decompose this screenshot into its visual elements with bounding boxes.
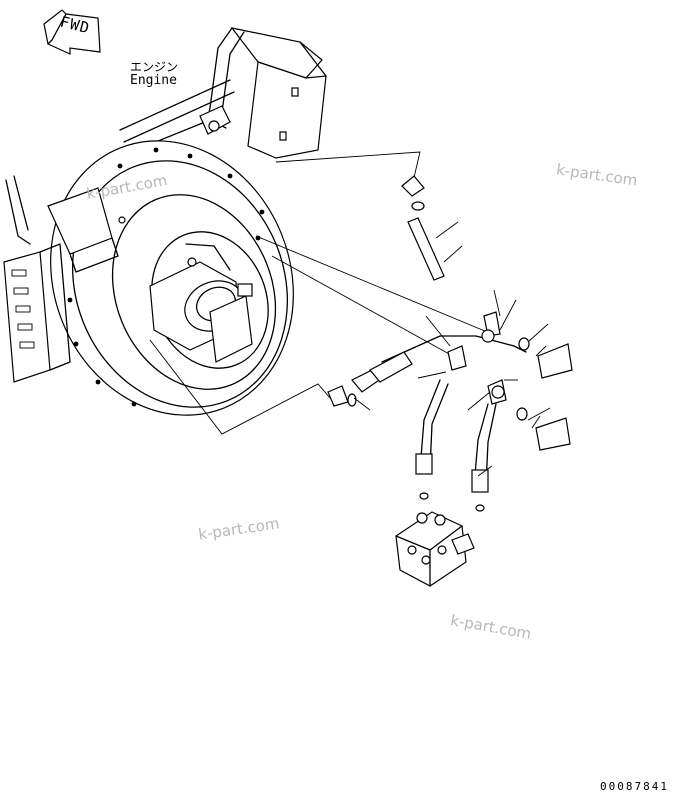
hydraulic-hoses (327, 175, 573, 493)
engine-label-jp: エンジン (130, 60, 179, 74)
fwd-arrow-icon (43, 9, 101, 55)
engine-label-en: Engine (130, 73, 177, 88)
drawing-number: 00087841 (600, 780, 669, 793)
pump-assembly (149, 243, 253, 363)
engine-housing (115, 27, 327, 159)
valve-block (395, 492, 485, 587)
leader-lines (149, 151, 493, 435)
cooler-block (3, 175, 126, 383)
